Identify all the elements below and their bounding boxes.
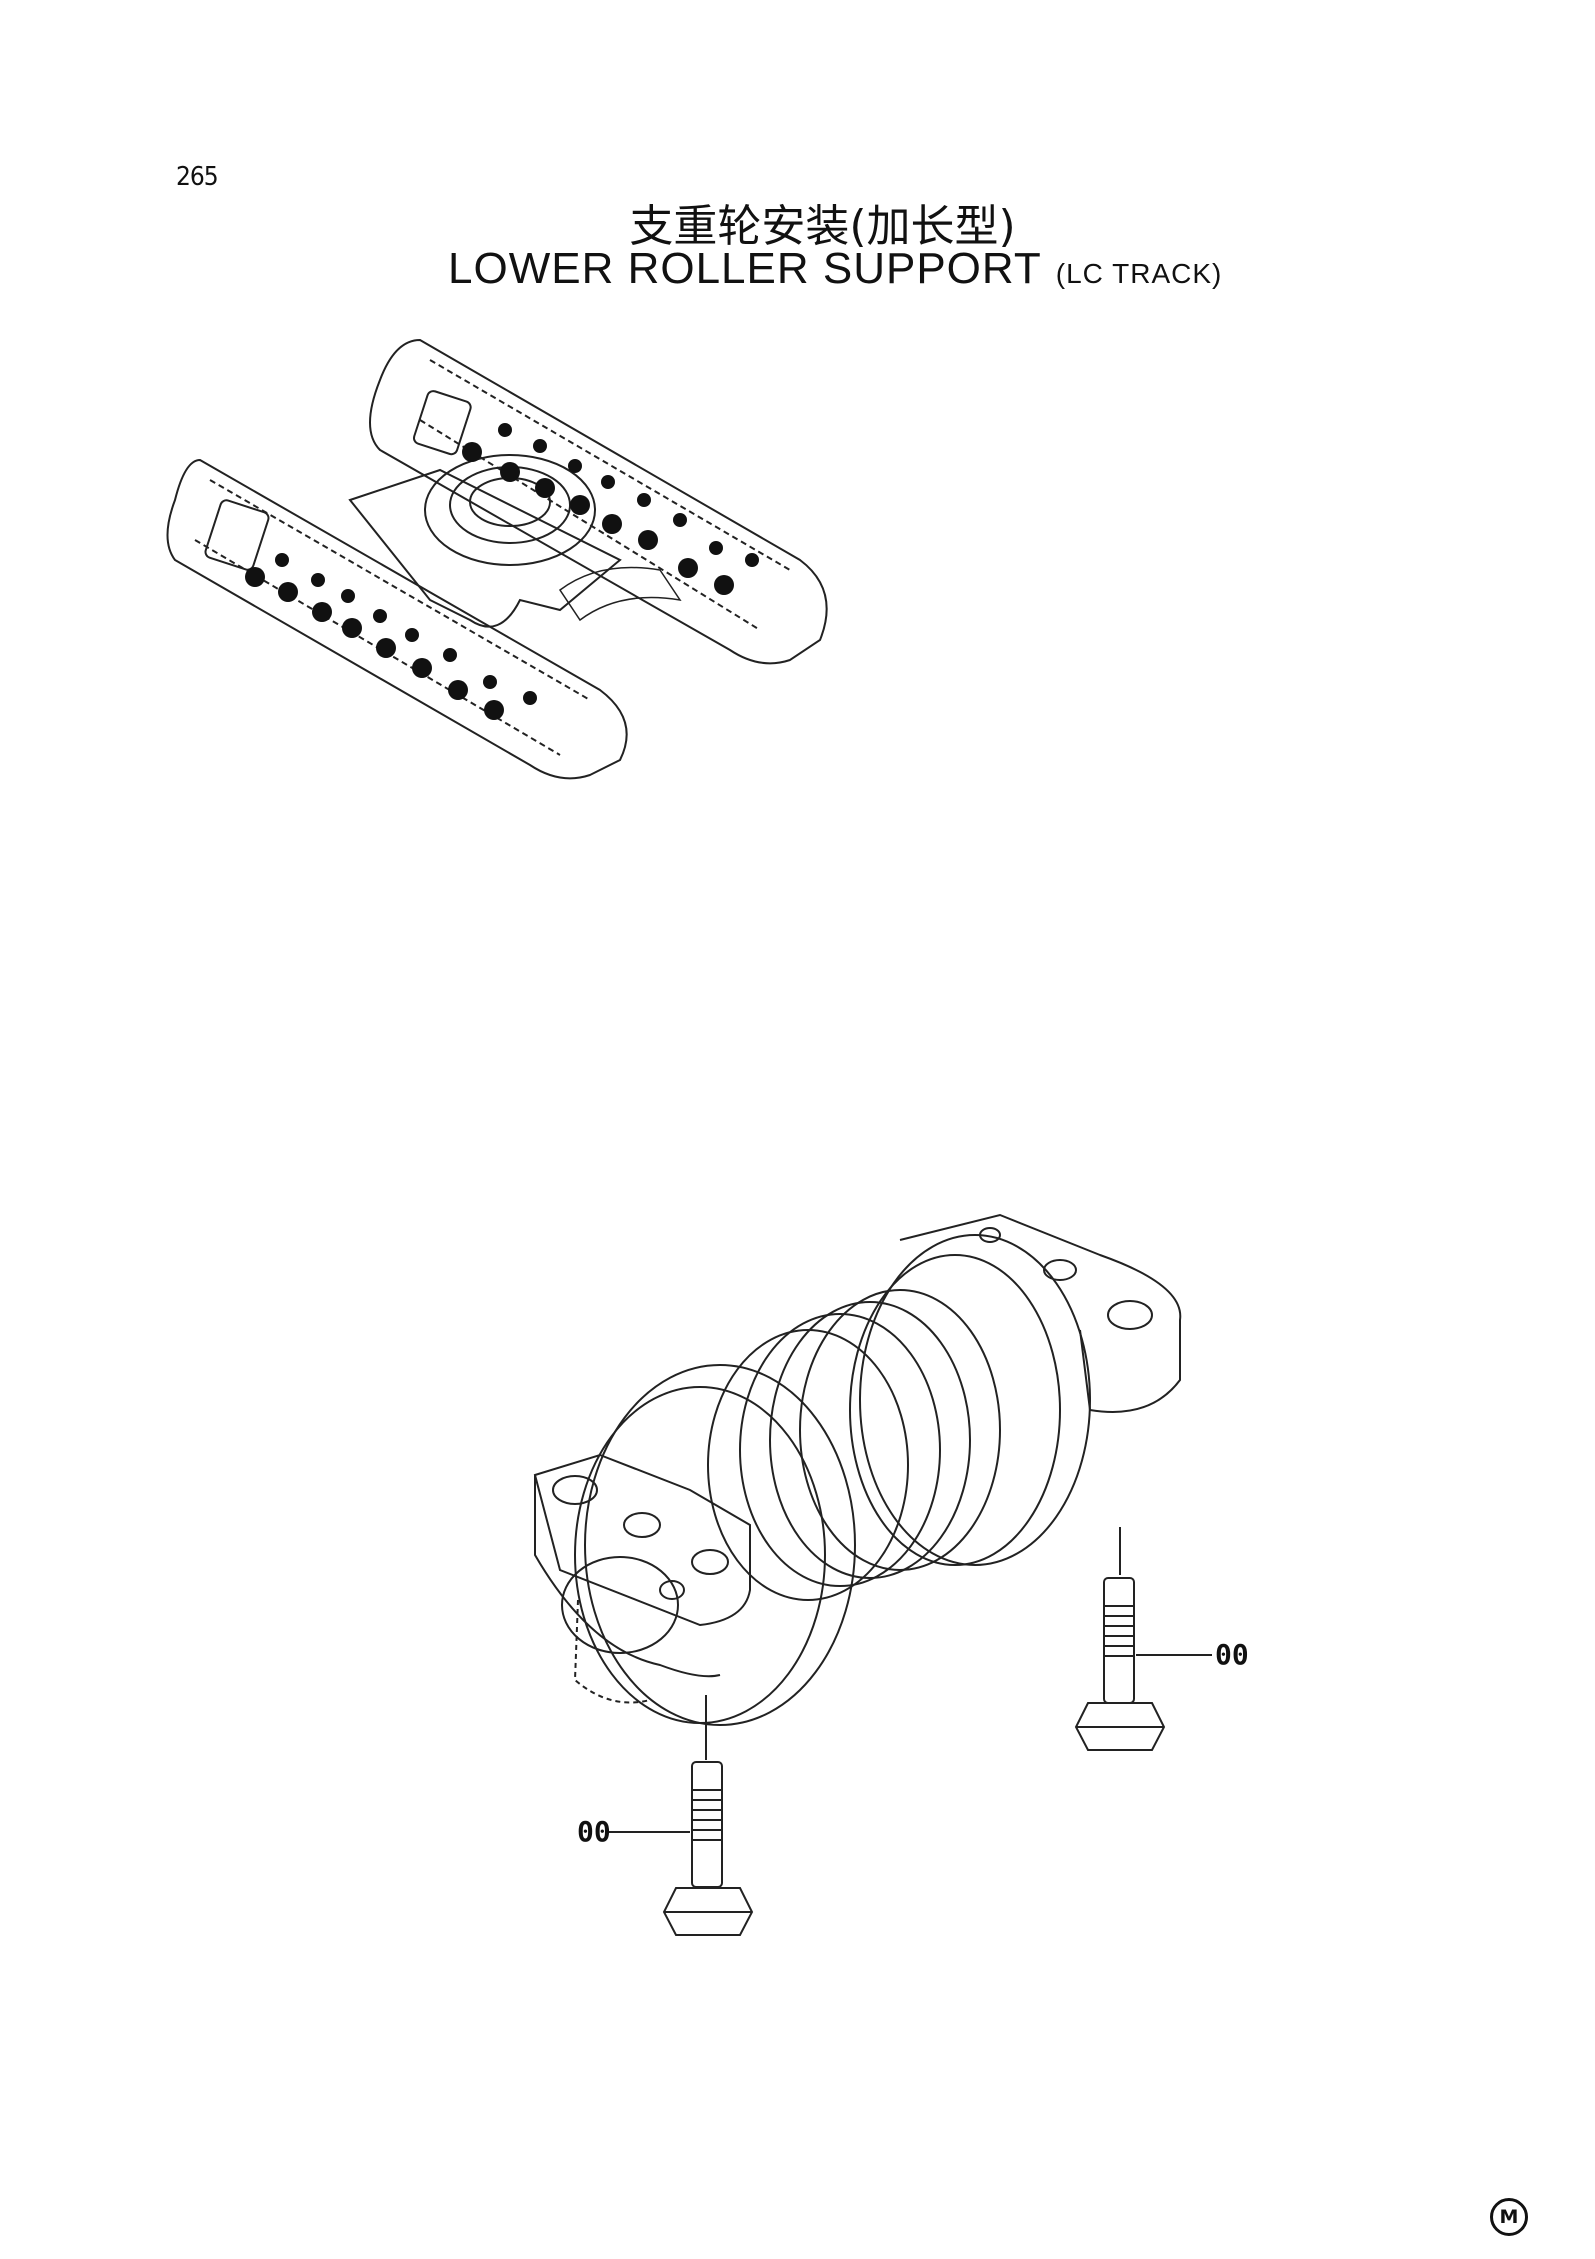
page-number: 265 [176, 162, 219, 192]
bolt-right [1074, 1577, 1212, 1751]
title-english-sub: (LC TRACK) [1055, 258, 1223, 289]
title-english: LOWER ROLLER SUPPORT (LC TRACK) [448, 244, 1222, 294]
lower-roller-drawing [533, 1213, 1182, 1760]
title-chinese: 支重轮安装(加长型) [629, 201, 1016, 252]
manufacturer-mark: M [1490, 2198, 1528, 2236]
callout-label-right: 00 [1215, 1638, 1249, 1671]
title-english-main: LOWER ROLLER SUPPORT [448, 244, 1042, 293]
roller-markers [245, 423, 759, 720]
callout-label-left: 00 [577, 1815, 611, 1848]
bolt-left [608, 1761, 754, 1936]
